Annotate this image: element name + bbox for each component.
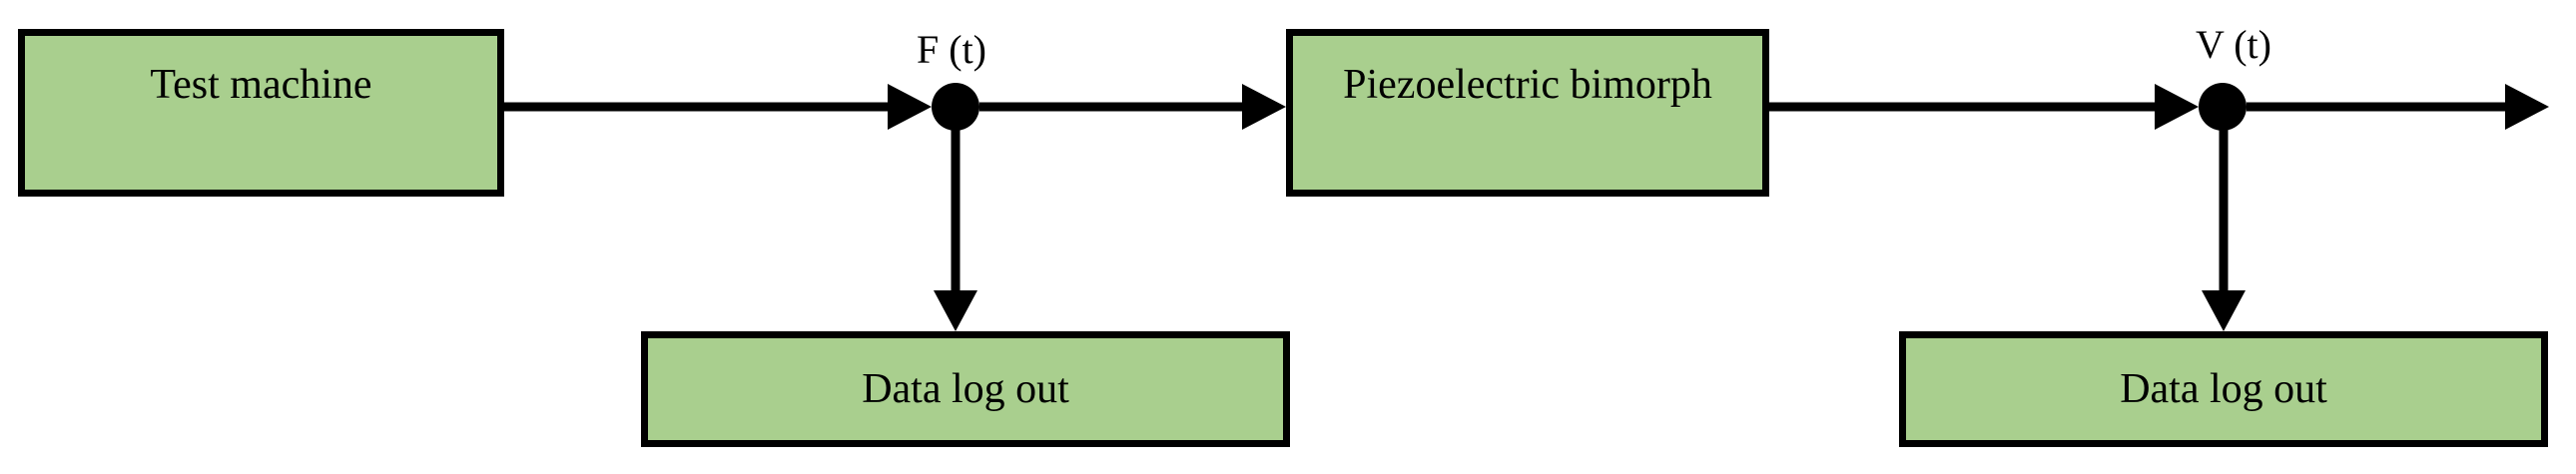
signal-label-v-t: V (t) [2196, 22, 2271, 67]
node-data-log-out-right: Data log out [1899, 331, 2548, 447]
arrowhead-into-junction-v-icon [2155, 84, 2199, 130]
arrowhead-output-icon [2505, 84, 2549, 130]
node-test-machine: Test machine [18, 29, 504, 197]
node-piezoelectric-bimorph-label: Piezoelectric bimorph [1343, 62, 1712, 108]
arrowhead-into-junction-f-icon [888, 84, 932, 130]
node-test-machine-label: Test machine [150, 62, 372, 108]
signal-label-f-t: F (t) [917, 27, 986, 72]
node-data-log-out-right-label: Data log out [2120, 366, 2327, 412]
arrowhead-into-piezo-icon [1242, 84, 1286, 130]
node-data-log-out-left: Data log out [641, 331, 1290, 447]
arrowhead-into-datalog-right-icon [2202, 290, 2246, 331]
junction-dot-v [2199, 83, 2247, 131]
arrowhead-into-datalog-left-icon [934, 290, 977, 331]
node-piezoelectric-bimorph: Piezoelectric bimorph [1286, 29, 1769, 197]
node-data-log-out-left-label: Data log out [862, 366, 1069, 412]
junction-dot-f [932, 83, 979, 131]
